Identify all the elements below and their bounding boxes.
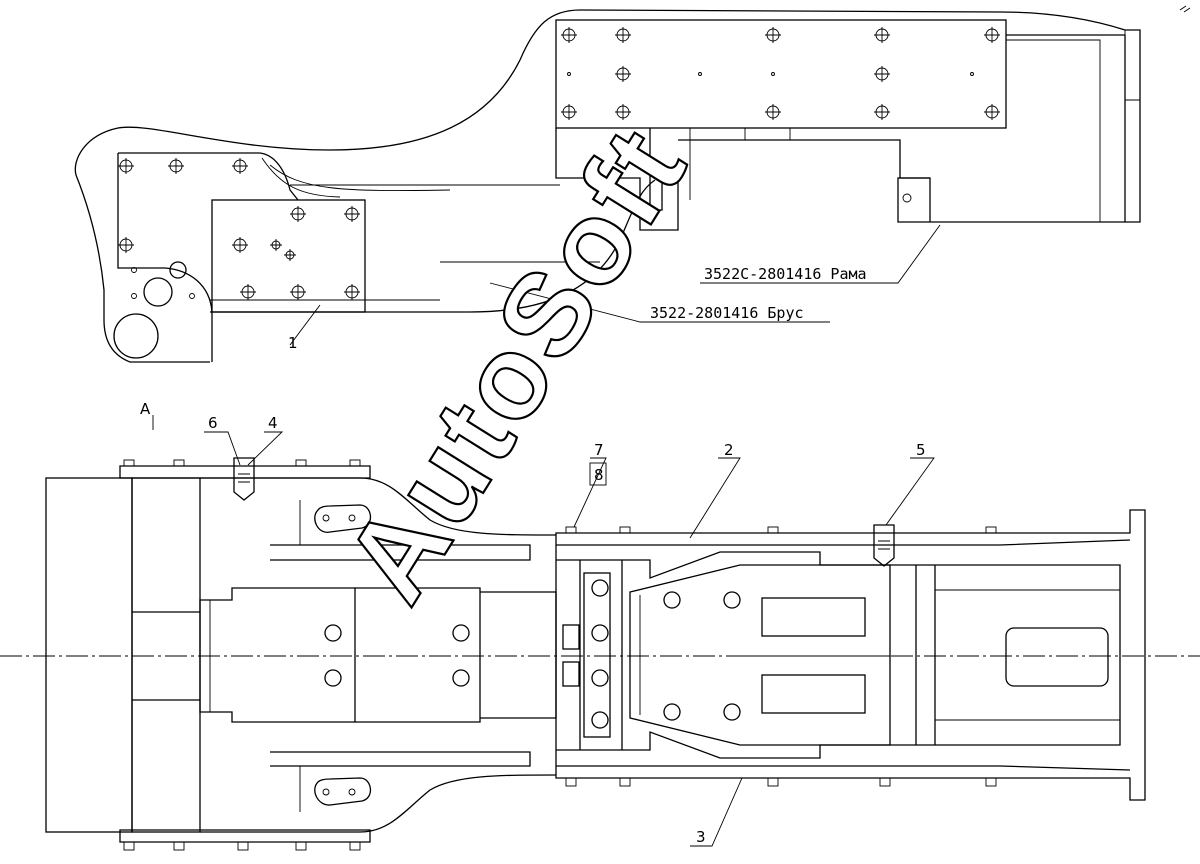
callout-3: 3: [696, 828, 706, 846]
beam-part-label: 3522-2801416 Брус: [650, 304, 804, 322]
upper-view: 3522С-2801416 Рама 3522-2801416 Брус 1: [74, 9, 1141, 363]
corner-mark: [1179, 5, 1191, 13]
callout-1: 1: [288, 334, 298, 352]
callout-4: 4: [268, 414, 278, 432]
frame-outline: [74, 9, 1141, 363]
upper-left-bolts: [118, 158, 360, 300]
callout-6: 6: [208, 414, 218, 432]
frame-part-label: 3522С-2801416 Рама: [704, 265, 867, 283]
lower-view: A: [0, 400, 1200, 851]
right-frame: [555, 509, 1146, 801]
callout-7: 7: [594, 441, 604, 459]
upper-right-frame: [555, 19, 1140, 231]
callout-8: 8: [594, 466, 604, 484]
watermark-text: AutoSoft: [320, 104, 713, 623]
view-a-label: A: [140, 400, 151, 418]
left-bracket-plate: [113, 152, 366, 362]
callout-2: 2: [724, 441, 734, 459]
left-block: [45, 465, 371, 843]
left-block-bolts: [123, 457, 361, 851]
callout-5: 5: [916, 441, 926, 459]
